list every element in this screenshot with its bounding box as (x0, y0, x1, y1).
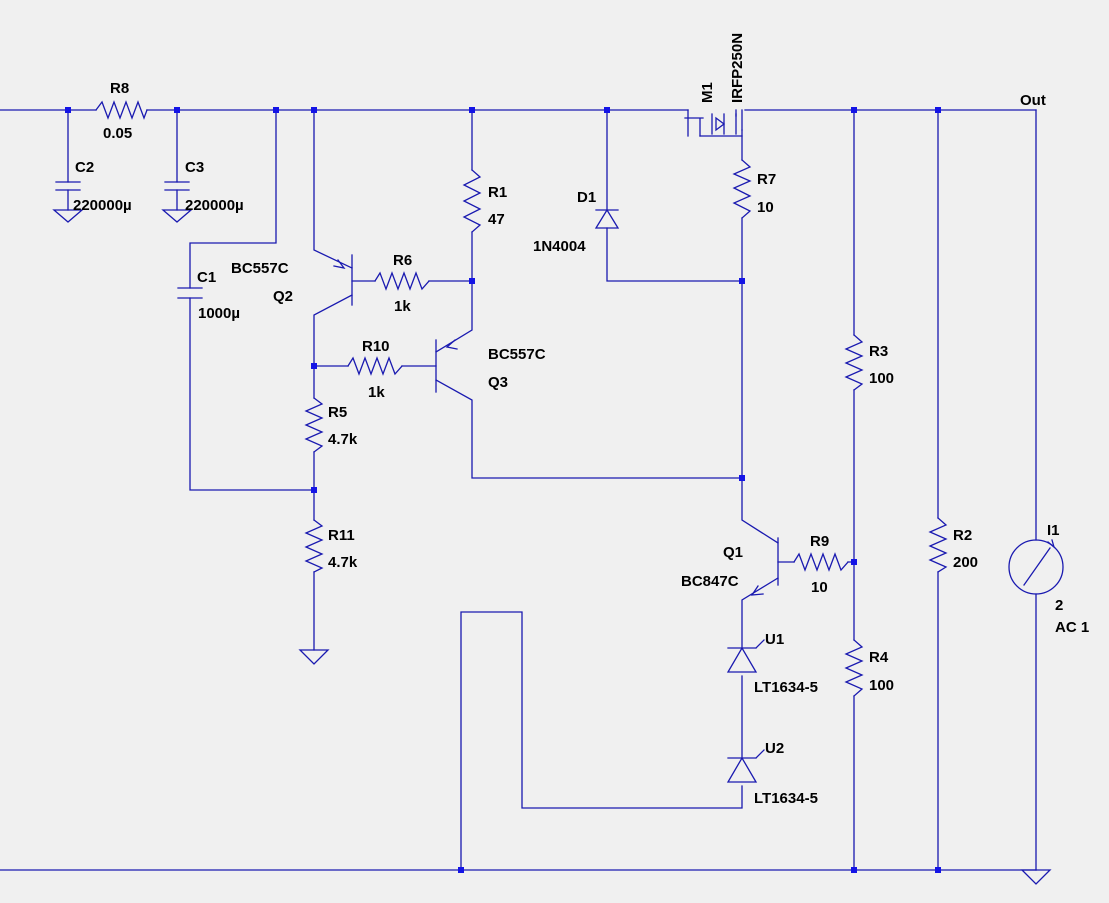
c1-symbol[interactable] (177, 287, 203, 299)
q2-model: BC557C (231, 260, 289, 277)
r2-name: R2 (953, 527, 972, 544)
transistors (333, 109, 779, 596)
c2-value: 220000µ (73, 197, 132, 214)
r9-value: 10 (811, 579, 828, 596)
r6-value: 1k (394, 298, 411, 315)
r2-symbol[interactable] (928, 517, 948, 573)
r2-value: 200 (953, 554, 978, 571)
r5-name: R5 (328, 404, 347, 421)
i1-symbol[interactable] (1008, 539, 1064, 595)
r4-value: 100 (869, 677, 894, 694)
r8-value: 0.05 (103, 125, 132, 142)
wires (0, 109, 1037, 871)
r3-name: R3 (869, 343, 888, 360)
u1-symbol[interactable] (726, 639, 765, 673)
u1-model: LT1634-5 (754, 679, 818, 696)
q1-model: BC847C (681, 573, 739, 590)
u1-name: U1 (765, 631, 784, 648)
r1-name: R1 (488, 184, 507, 201)
i1-name: I1 (1047, 522, 1060, 539)
i1-spec: AC 1 (1055, 619, 1089, 636)
q2-symbol[interactable] (333, 254, 353, 306)
q1-name: Q1 (723, 544, 743, 561)
u2-symbol[interactable] (726, 749, 765, 783)
c3-value: 220000µ (185, 197, 244, 214)
c3-name: C3 (185, 159, 204, 176)
labels: R8 0.05 C2 220000µ C3 220000µ C1 1000µ B… (73, 33, 1089, 807)
d1-symbol[interactable] (594, 208, 620, 229)
r5-symbol[interactable] (304, 397, 324, 453)
q3-name: Q3 (488, 374, 508, 391)
r6-name: R6 (393, 252, 412, 269)
c2-symbol[interactable] (52, 181, 84, 223)
junctions (65, 107, 941, 873)
d1-name: D1 (577, 189, 596, 206)
r7-name: R7 (757, 171, 776, 188)
u2-name: U2 (765, 740, 784, 757)
diodes (594, 208, 765, 783)
r3-value: 100 (869, 370, 894, 387)
capacitors (52, 181, 203, 299)
r3-symbol[interactable] (844, 334, 864, 391)
r8-symbol[interactable] (95, 100, 148, 120)
d1-model: 1N4004 (533, 238, 586, 255)
c2-name: C2 (75, 159, 94, 176)
r9-symbol[interactable] (793, 552, 849, 572)
ground-icon (1020, 869, 1052, 885)
m1-symbol[interactable] (684, 109, 743, 137)
u2-model: LT1634-5 (754, 790, 818, 807)
m1-name: M1 (699, 82, 716, 103)
c1-value: 1000µ (198, 305, 240, 322)
q3-symbol[interactable] (435, 339, 458, 393)
r10-name: R10 (362, 338, 390, 355)
i1-value: 2 (1055, 597, 1063, 614)
r5-value: 4.7k (328, 431, 358, 448)
out-net-label: Out (1020, 92, 1046, 109)
r6-symbol[interactable] (374, 271, 430, 291)
r4-symbol[interactable] (844, 639, 864, 697)
ground-icon (298, 649, 330, 665)
r10-value: 1k (368, 384, 385, 401)
r1-symbol[interactable] (462, 169, 482, 233)
r9-name: R9 (810, 533, 829, 550)
c3-symbol[interactable] (161, 181, 193, 223)
resistors (95, 100, 948, 697)
r4-name: R4 (869, 649, 889, 666)
m1-model: IRFP250N (729, 33, 746, 103)
q2-name: Q2 (273, 288, 293, 305)
r11-name: R11 (328, 527, 355, 544)
r1-value: 47 (488, 211, 505, 228)
r10-symbol[interactable] (347, 356, 403, 376)
c1-name: C1 (197, 269, 216, 286)
q1-symbol[interactable] (750, 537, 779, 596)
r7-value: 10 (757, 199, 774, 216)
r11-symbol[interactable] (304, 519, 324, 573)
r7-symbol[interactable] (732, 159, 752, 219)
r8-name: R8 (110, 80, 129, 97)
ground-symbols (298, 649, 1052, 885)
q3-model: BC557C (488, 346, 546, 363)
r11-value: 4.7k (328, 554, 358, 571)
